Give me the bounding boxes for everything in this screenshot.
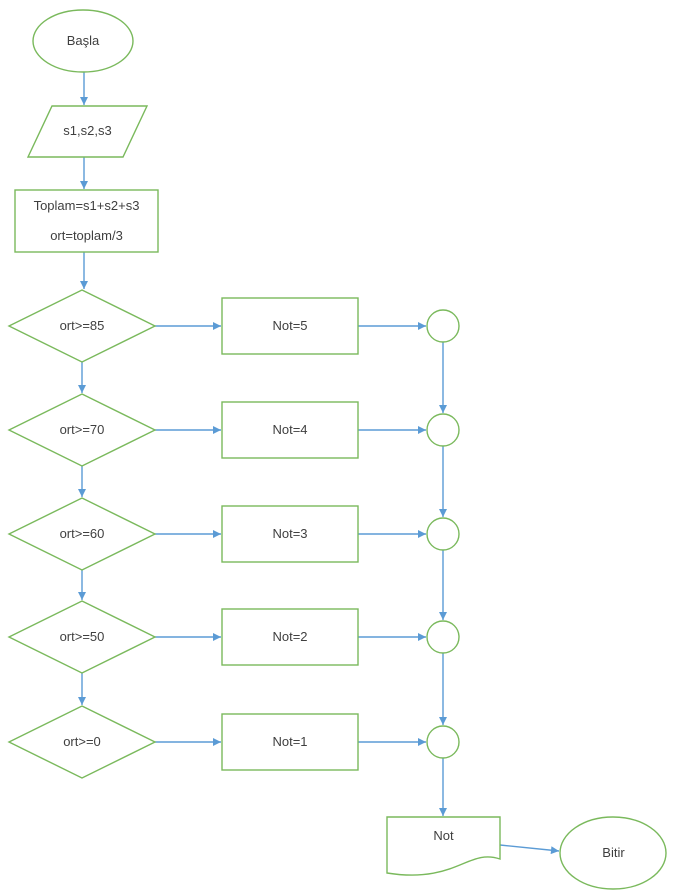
action-1-shape: [221, 297, 359, 355]
action-4-shape: [221, 608, 359, 666]
decision-2-shape: [7, 393, 157, 467]
junction-5-shape: [426, 725, 460, 759]
input-parallelogram-shape: [26, 105, 149, 158]
end-terminator-shape: [559, 816, 667, 890]
action-3-shape: [221, 505, 359, 563]
decision-5-shape: [7, 705, 157, 779]
action-2-shape: [221, 401, 359, 459]
junction-4-shape: [426, 620, 460, 654]
process-rect-shape: [14, 189, 159, 253]
output-document-shape: [386, 816, 501, 876]
decision-4-shape: [7, 600, 157, 674]
junction-3-shape: [426, 517, 460, 551]
action-5-shape: [221, 713, 359, 771]
decision-1-shape: [7, 289, 157, 363]
junction-1-shape: [426, 309, 460, 343]
decision-3-shape: [7, 497, 157, 571]
junction-2-shape: [426, 413, 460, 447]
start-terminator-shape: [32, 9, 134, 73]
connector-output-to-end: [499, 844, 560, 855]
